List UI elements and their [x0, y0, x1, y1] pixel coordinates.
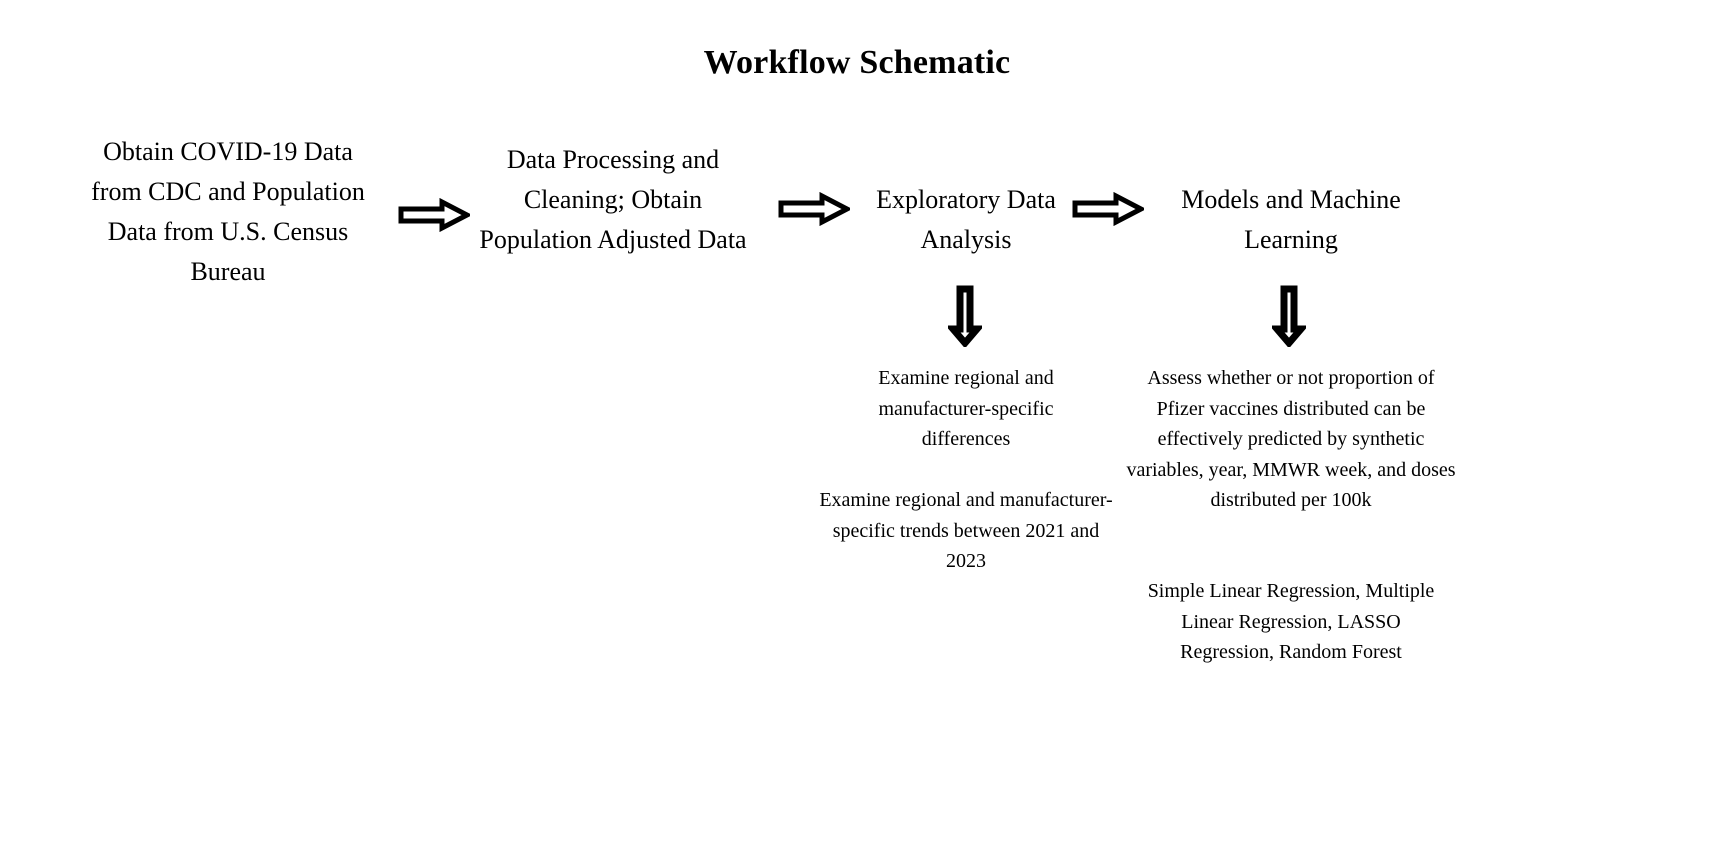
arrow-right-icon — [778, 192, 850, 226]
stage-models-machine-learning: Models and Machine Learning — [1146, 180, 1436, 260]
arrow-down-icon — [1272, 285, 1306, 347]
arrow-down-icon — [948, 285, 982, 347]
stage-heading: Data Processing and Cleaning; Obtain Pop… — [479, 145, 747, 254]
detail-eda-differences: Examine regional and manufacturer-specif… — [878, 367, 1054, 450]
detail-model-objective: Assess whether or not proportion of Pfiz… — [1126, 367, 1456, 511]
stage-exploratory-data-analysis: Exploratory Data Analysis — [848, 180, 1084, 260]
arrow-right-icon — [398, 198, 470, 232]
stage-heading: Obtain COVID-19 Data from CDC and Popula… — [91, 137, 365, 286]
stage-data-acquisition: Obtain COVID-19 Data from CDC and Popula… — [78, 132, 378, 292]
detail-eda-trends: Examine regional and manufacturer-specif… — [819, 489, 1113, 572]
arrow-right-icon — [1072, 192, 1144, 226]
stage-heading: Models and Machine Learning — [1181, 185, 1401, 254]
stage-data-processing: Data Processing and Cleaning; Obtain Pop… — [468, 140, 758, 260]
stage-heading: Exploratory Data Analysis — [876, 185, 1056, 254]
page-title: Workflow Schematic — [703, 44, 1011, 81]
detail-model-methods: Simple Linear Regression, Multiple Linea… — [1147, 580, 1435, 663]
